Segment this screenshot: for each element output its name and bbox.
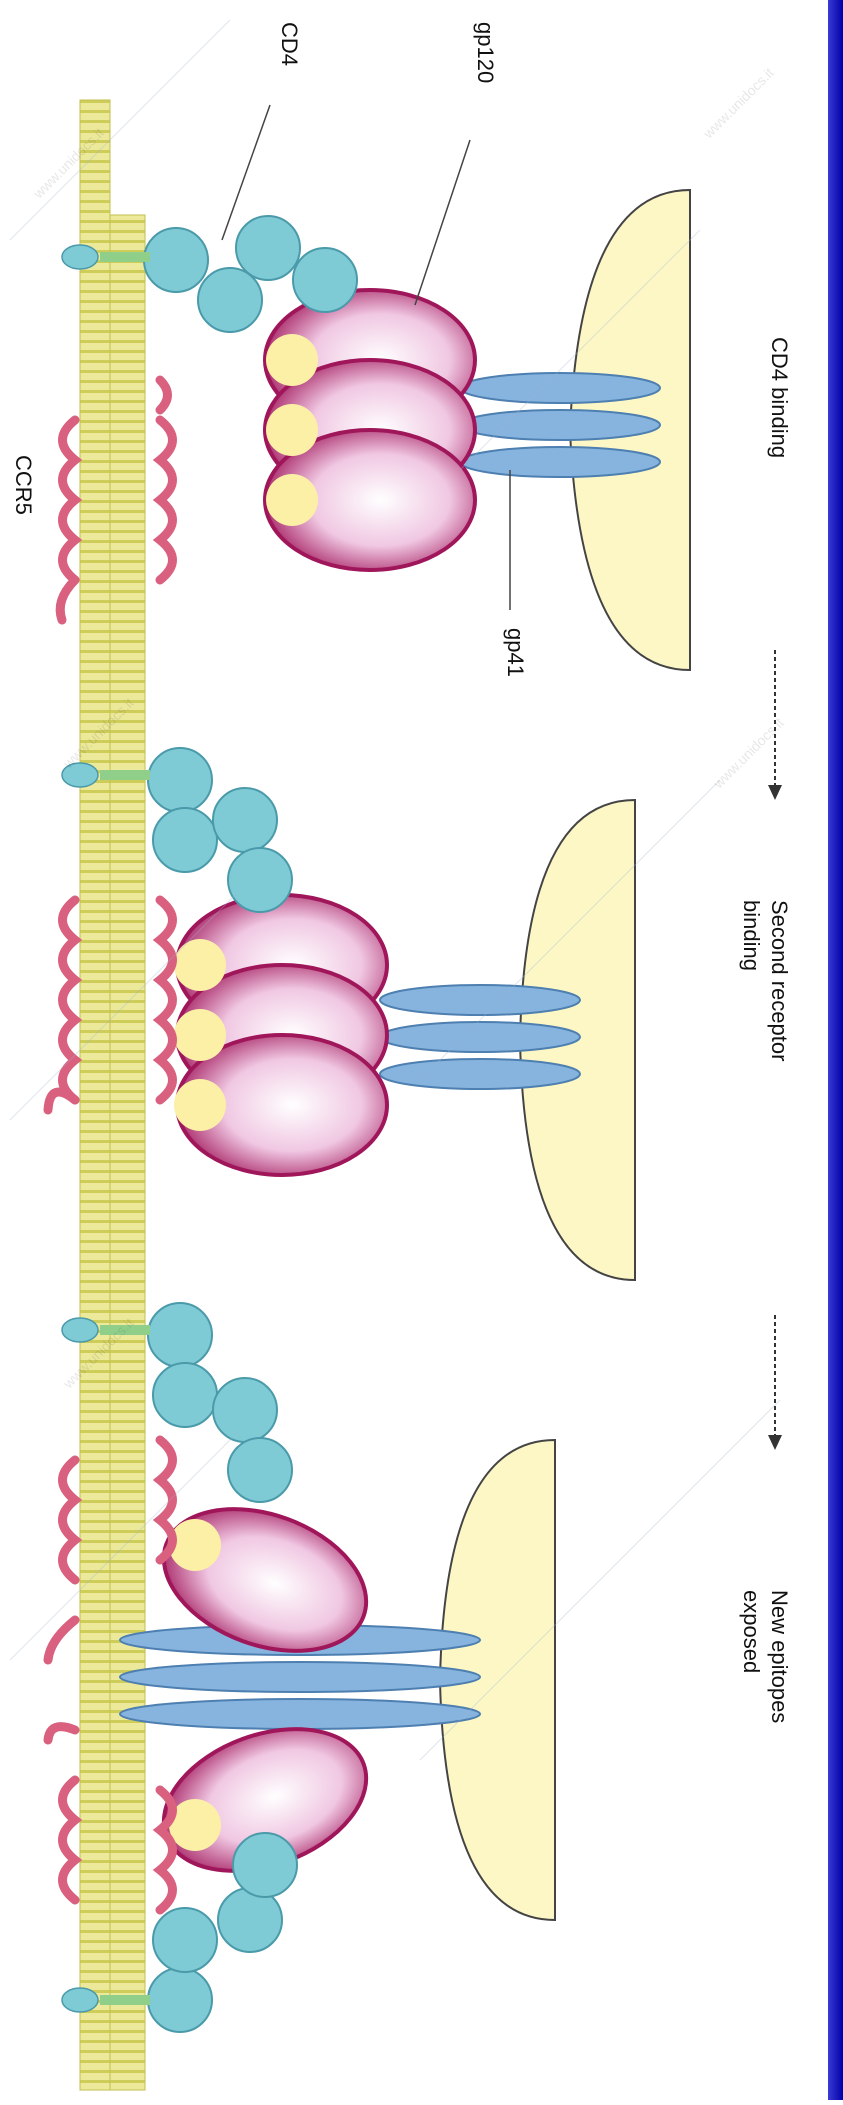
stage2-title-line1: Second receptor bbox=[766, 900, 792, 1061]
stage2-gp120-trimer bbox=[174, 895, 387, 1175]
label-gp120: gp120 bbox=[472, 22, 498, 83]
diagram-canvas bbox=[0, 0, 825, 2100]
cell-membrane bbox=[80, 100, 145, 2090]
stage3-title-line1: New epitopes bbox=[766, 1590, 792, 1723]
stage1-title: CD4 binding bbox=[766, 337, 792, 458]
label-cd4: CD4 bbox=[276, 22, 302, 66]
hiv-entry-diagram: CD4 gp120 gp41 CCR5 CD4 binding Second r… bbox=[0, 0, 825, 2100]
stage3-title-line2: exposed bbox=[738, 1590, 764, 1673]
label-gp41: gp41 bbox=[502, 628, 528, 677]
stage1-gp120-trimer bbox=[265, 290, 475, 570]
stage2-title-line2: binding bbox=[738, 900, 764, 971]
stage2-arrow bbox=[768, 1315, 782, 1450]
slide-edge-bar bbox=[828, 0, 843, 2100]
stage2-gp41 bbox=[380, 985, 580, 1089]
stage1-gp41 bbox=[460, 373, 660, 477]
label-ccr5: CCR5 bbox=[10, 455, 36, 515]
